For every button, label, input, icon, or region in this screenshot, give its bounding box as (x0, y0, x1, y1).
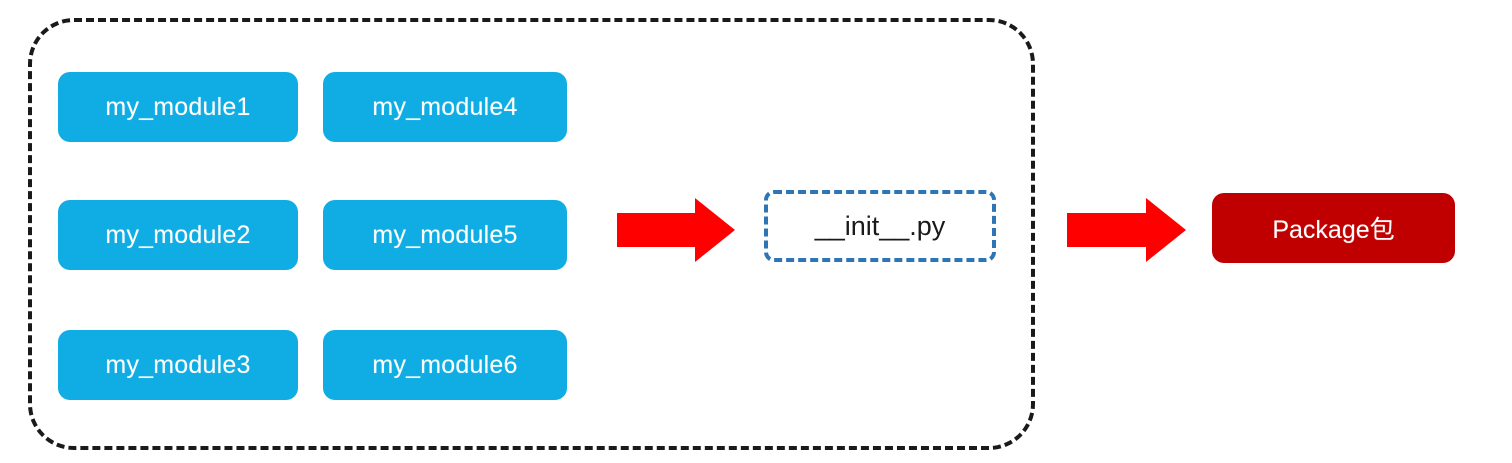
package-box[interactable]: Package包 (1212, 193, 1455, 263)
init-file-box[interactable]: __init__.py (764, 190, 996, 262)
module-box-my_module6[interactable]: my_module6 (323, 330, 567, 400)
module-label: my_module2 (105, 220, 251, 249)
module-box-my_module1[interactable]: my_module1 (58, 72, 298, 142)
module-label: my_module1 (105, 92, 251, 121)
init-file-label: __init__.py (814, 210, 946, 241)
module-label: my_module6 (372, 350, 518, 379)
module-group-container (28, 18, 1035, 450)
module-box-my_module5[interactable]: my_module5 (323, 200, 567, 270)
arrow-modules-to-init-icon (617, 194, 735, 266)
module-box-my_module4[interactable]: my_module4 (323, 72, 567, 142)
module-box-my_module2[interactable]: my_module2 (58, 200, 298, 270)
module-box-my_module3[interactable]: my_module3 (58, 330, 298, 400)
arrow-init-to-package-icon (1067, 194, 1186, 266)
package-label: Package包 (1272, 216, 1395, 244)
module-label: my_module4 (372, 92, 518, 121)
module-label: my_module5 (372, 220, 518, 249)
module-label: my_module3 (105, 350, 251, 379)
